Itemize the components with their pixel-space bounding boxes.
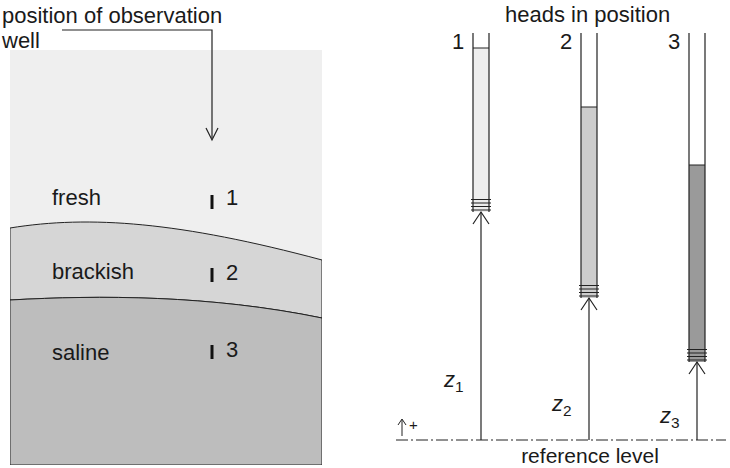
layer-shape [10,50,322,465]
callout-number: 2 [226,261,238,285]
well-screen [211,345,214,359]
heading-text: heads in position [505,3,670,27]
piezometer [687,33,707,440]
layer-label: fresh [52,186,101,210]
well-screen [211,195,214,209]
callout-number: 2 [560,30,572,54]
well-screen [211,268,214,282]
elevation-label: z3 [660,404,680,428]
callout-number: 1 [452,30,464,54]
reference-label: reference level [521,444,659,467]
piezometer [579,33,599,440]
elevation-label: z1 [444,368,464,392]
sign-label: + [409,417,418,434]
callout-number: 1 [226,186,238,210]
caption-text: position of observation well [2,3,252,54]
piezometer [471,33,491,440]
layer-label: brackish [52,260,134,284]
layer-label: saline [52,341,109,365]
sign-arrow [398,419,406,436]
callout-number: 3 [668,30,680,54]
callout-number: 3 [226,338,238,362]
leader-line [62,30,212,138]
reference-line [396,440,726,441]
water-layer: saline [10,50,322,465]
elevation-label: z2 [552,392,572,416]
arrowhead [206,128,218,140]
